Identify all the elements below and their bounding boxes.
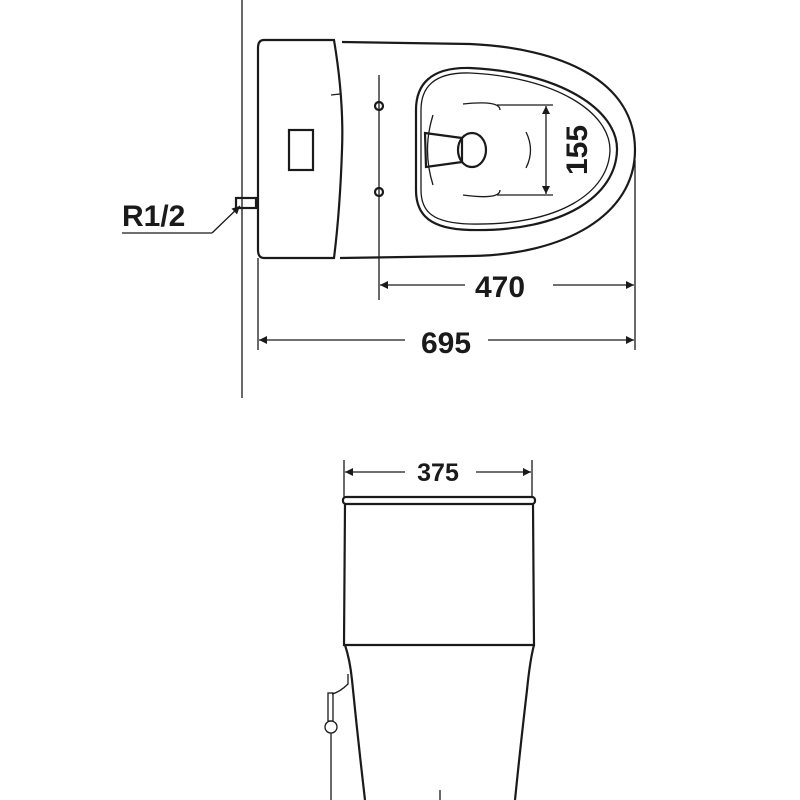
- tank-body: [342, 503, 536, 647]
- leader-arrow: [211, 205, 241, 234]
- hose-fitting: [327, 692, 334, 722]
- water-inlet-valve: [234, 196, 258, 210]
- bowl-outline: [339, 40, 637, 260]
- rim-mark: [462, 189, 501, 198]
- pedestal-right: [513, 644, 536, 800]
- tank-lid: [341, 495, 537, 506]
- inlet-hose: [331, 674, 349, 695]
- dimension-155: 155: [561, 125, 594, 175]
- top-view: R1/2 155 470 695: [122, 0, 637, 398]
- pedestal-left: [343, 644, 367, 800]
- outlet-shape: [423, 131, 464, 169]
- rim-mark: [426, 114, 434, 186]
- hose-nut: [324, 720, 338, 734]
- fixing-bolt: [373, 186, 385, 198]
- tank-mark: [330, 93, 341, 96]
- dimension-695: 695: [421, 327, 471, 360]
- tank-top-outline: [256, 38, 344, 260]
- fixing-bolt: [373, 100, 385, 112]
- rim-mark: [525, 131, 532, 169]
- flush-button: [287, 128, 315, 172]
- inner-bowl-outer: [414, 66, 619, 232]
- dimension-470: 470: [475, 271, 525, 304]
- drain-hole: [456, 131, 488, 169]
- dimension-375: 375: [417, 459, 459, 487]
- front-view: 375: [324, 459, 537, 800]
- thread-label: R1/2: [122, 200, 185, 233]
- inner-bowl-inner: [420, 72, 611, 225]
- rim-mark: [462, 102, 501, 111]
